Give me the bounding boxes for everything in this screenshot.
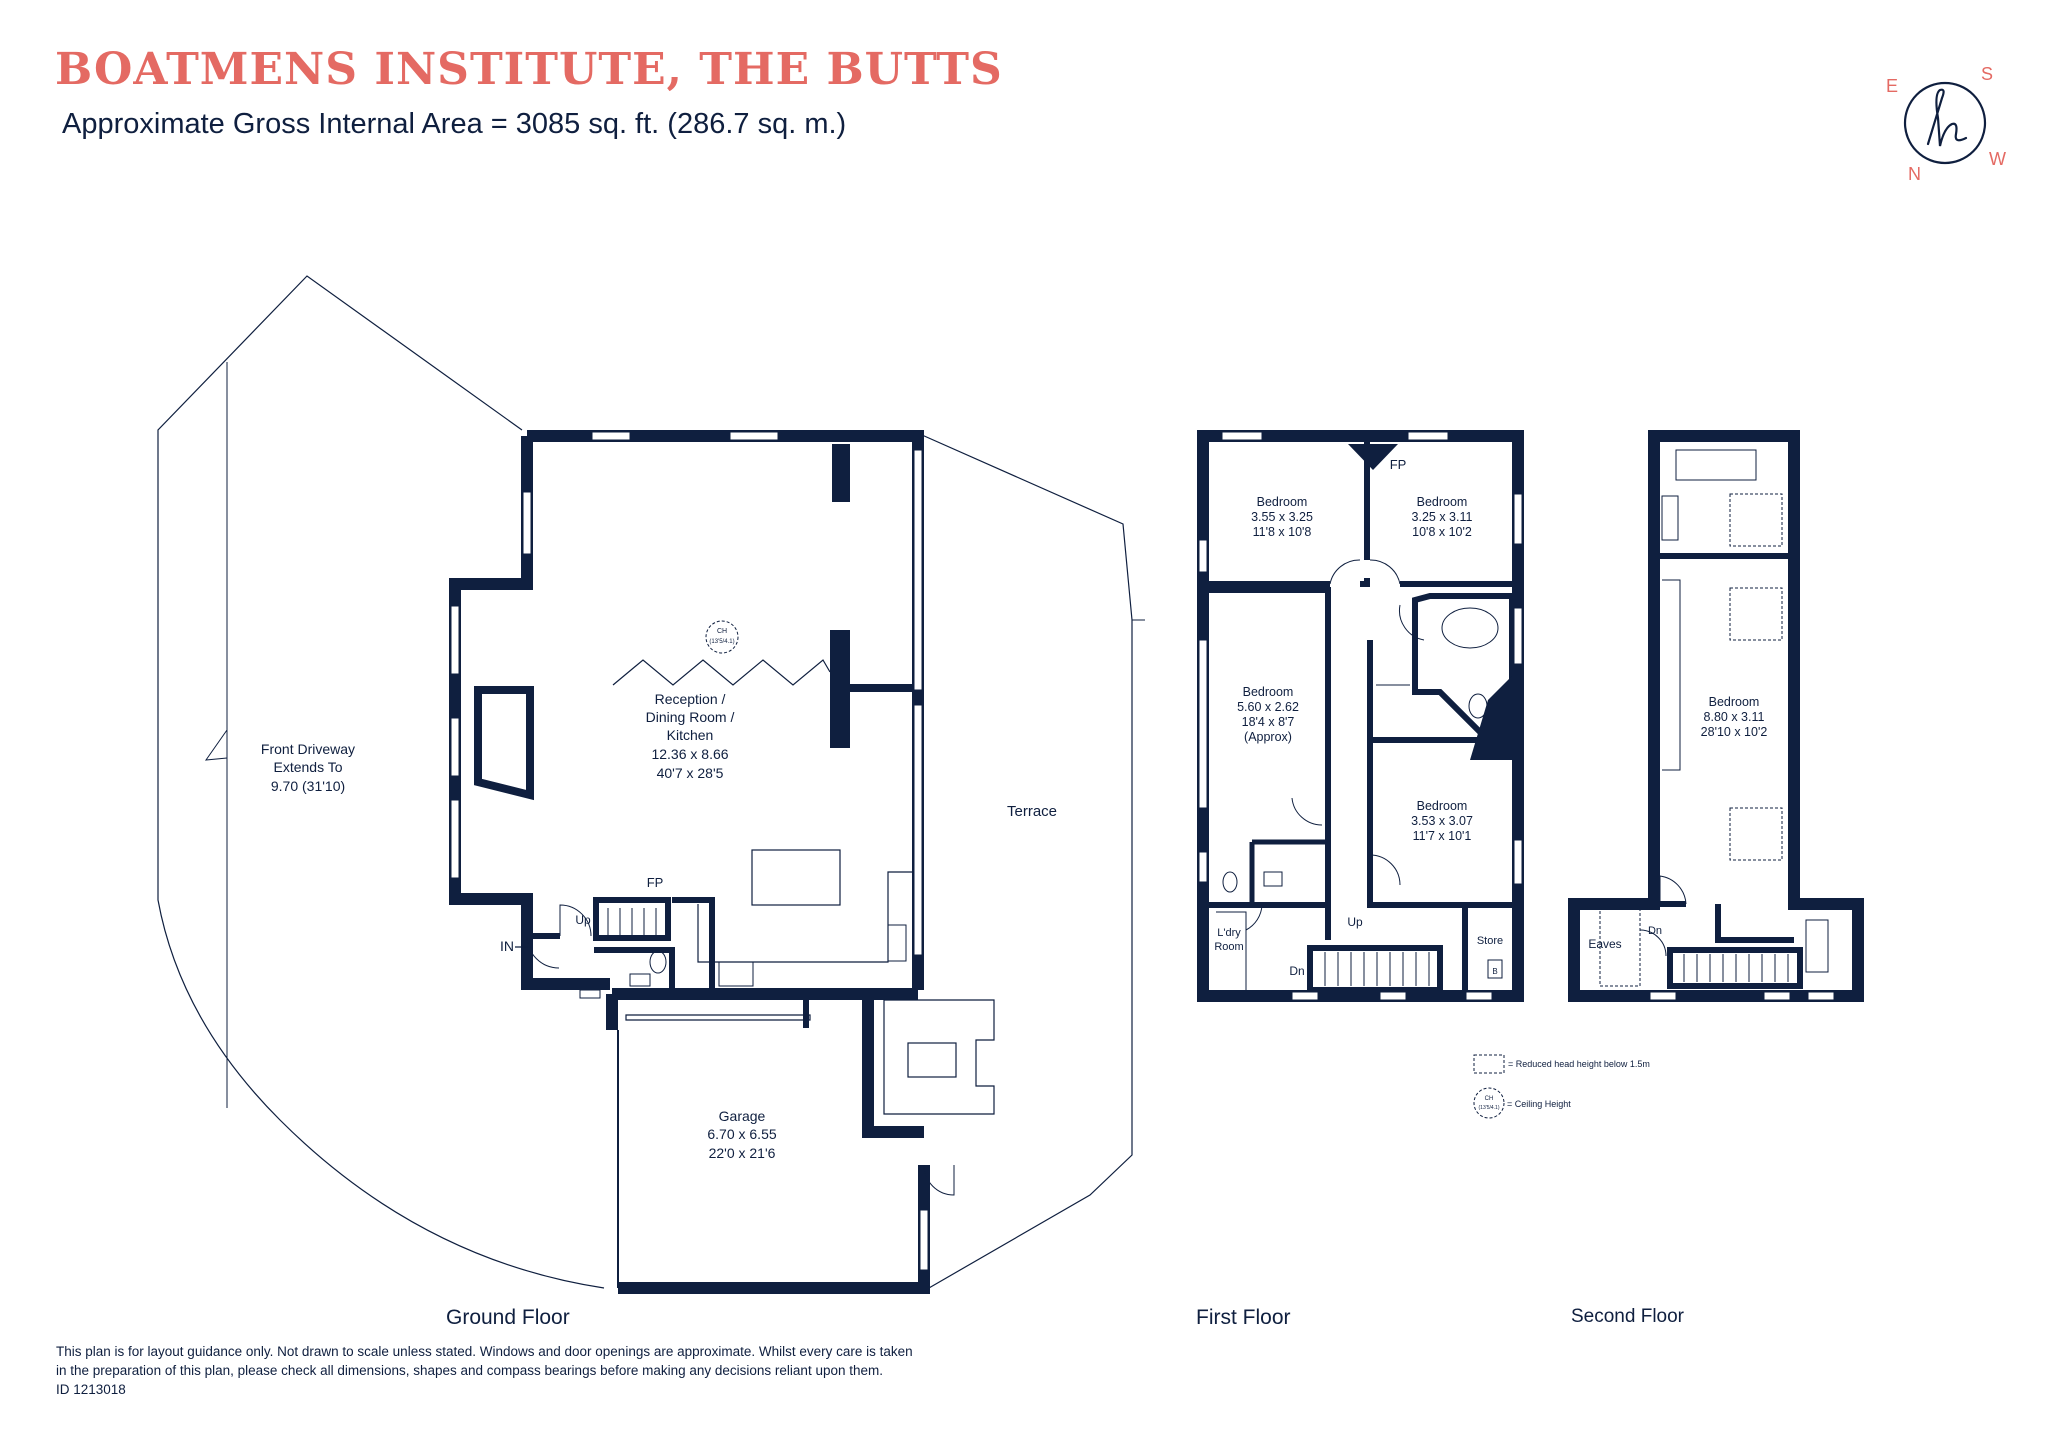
- first-bed4-metric: 3.53 x 3.07: [1411, 814, 1473, 828]
- first-bed2-imperial: 10'8 x 10'2: [1412, 525, 1472, 539]
- legend-reduced-height: = Reduced head height below 1.5m: [1508, 1059, 1650, 1069]
- first-bed4-imperial: 11'7 x 10'1: [1413, 829, 1472, 843]
- first-bed3-approx: (Approx): [1244, 730, 1292, 744]
- second-bed-metric: 8.80 x 3.11: [1704, 710, 1765, 724]
- ground-fp-label: FP: [647, 875, 664, 890]
- garage-name: Garage: [719, 1108, 766, 1124]
- reception-name: Reception /: [655, 691, 726, 707]
- second-floor-plan: [1568, 430, 1864, 1002]
- first-bed1-metric: 3.55 x 3.25: [1251, 510, 1313, 524]
- second-floor-label: Second Floor: [1571, 1306, 1685, 1327]
- driveway-label-2: Extends To: [273, 759, 342, 775]
- disclaimer-line-1: This plan is for layout guidance only. N…: [56, 1344, 913, 1359]
- second-dn-label: Dn: [1648, 925, 1662, 937]
- first-bed3-name: Bedroom: [1243, 685, 1294, 699]
- reception-dims-metric: 12.36 x 8.66: [651, 746, 728, 762]
- first-bed1-name: Bedroom: [1257, 495, 1308, 509]
- laundry-label-2: Room: [1214, 941, 1243, 953]
- compass-s: S: [1981, 64, 1993, 84]
- legend: CH (13'5/4.1) = Reduced head height belo…: [1473, 1054, 1650, 1119]
- ch-value: (13'5/4.1): [709, 639, 734, 645]
- entrance-label: IN: [500, 938, 514, 954]
- garage-dims-metric: 6.70 x 6.55: [707, 1126, 776, 1142]
- reception-name-3: Kitchen: [667, 727, 714, 743]
- second-bed-name: Bedroom: [1709, 695, 1760, 709]
- compass-logo: E S N W: [1880, 58, 2010, 188]
- first-fp-label: FP: [1390, 457, 1407, 472]
- first-dn-label: Dn: [1289, 964, 1304, 978]
- boiler-label: B: [1492, 967, 1497, 976]
- ground-floor-plan: [157, 275, 1145, 1294]
- driveway-label: Front Driveway: [261, 741, 355, 757]
- first-bed4-name: Bedroom: [1417, 799, 1468, 813]
- legend-ch-label: CH: [1485, 1096, 1494, 1102]
- legend-ch-value: (13'5/4.1): [1479, 1105, 1500, 1111]
- store-label: Store: [1477, 935, 1503, 947]
- disclaimer: This plan is for layout guidance only. N…: [56, 1342, 1096, 1399]
- first-bed3-imperial: 18'4 x 8'7: [1242, 715, 1295, 729]
- compass-w: W: [1989, 149, 2006, 169]
- first-floor-plan: [1197, 430, 1524, 1002]
- first-floor-label: First Floor: [1196, 1306, 1291, 1329]
- disclaimer-line-2: in the preparation of this plan, please …: [56, 1363, 883, 1378]
- garage-dims-imperial: 22'0 x 21'6: [709, 1145, 776, 1161]
- first-bed2-name: Bedroom: [1417, 495, 1468, 509]
- plan-title: BOATMENS INSTITUTE, THE BUTTS: [55, 44, 1003, 95]
- first-bed2-metric: 3.25 x 3.11: [1412, 510, 1473, 524]
- reception-dims-imperial: 40'7 x 28'5: [657, 765, 724, 781]
- terrace-label: Terrace: [1007, 803, 1057, 820]
- laundry-label: L'dry: [1217, 927, 1241, 939]
- eaves-label: Eaves: [1588, 937, 1621, 951]
- ground-floor-label: Ground Floor: [446, 1306, 570, 1329]
- legend-ceiling-height: = Ceiling Height: [1507, 1099, 1571, 1109]
- ground-up-label: Up: [575, 913, 591, 927]
- gross-area: Approximate Gross Internal Area = 3085 s…: [62, 108, 847, 140]
- first-bed1-imperial: 11'8 x 10'8: [1253, 525, 1312, 539]
- first-up-label: Up: [1347, 915, 1363, 929]
- plan-id: ID 1213018: [56, 1382, 126, 1397]
- first-bed3-metric: 5.60 x 2.62: [1237, 700, 1299, 714]
- compass-e: E: [1886, 76, 1898, 96]
- reception-name-2: Dining Room /: [646, 709, 735, 725]
- second-bed-imperial: 28'10 x 10'2: [1701, 725, 1768, 739]
- driveway-length: 9.70 (31'10): [271, 778, 345, 794]
- ch-label: CH: [717, 628, 727, 635]
- compass-n: N: [1908, 164, 1921, 184]
